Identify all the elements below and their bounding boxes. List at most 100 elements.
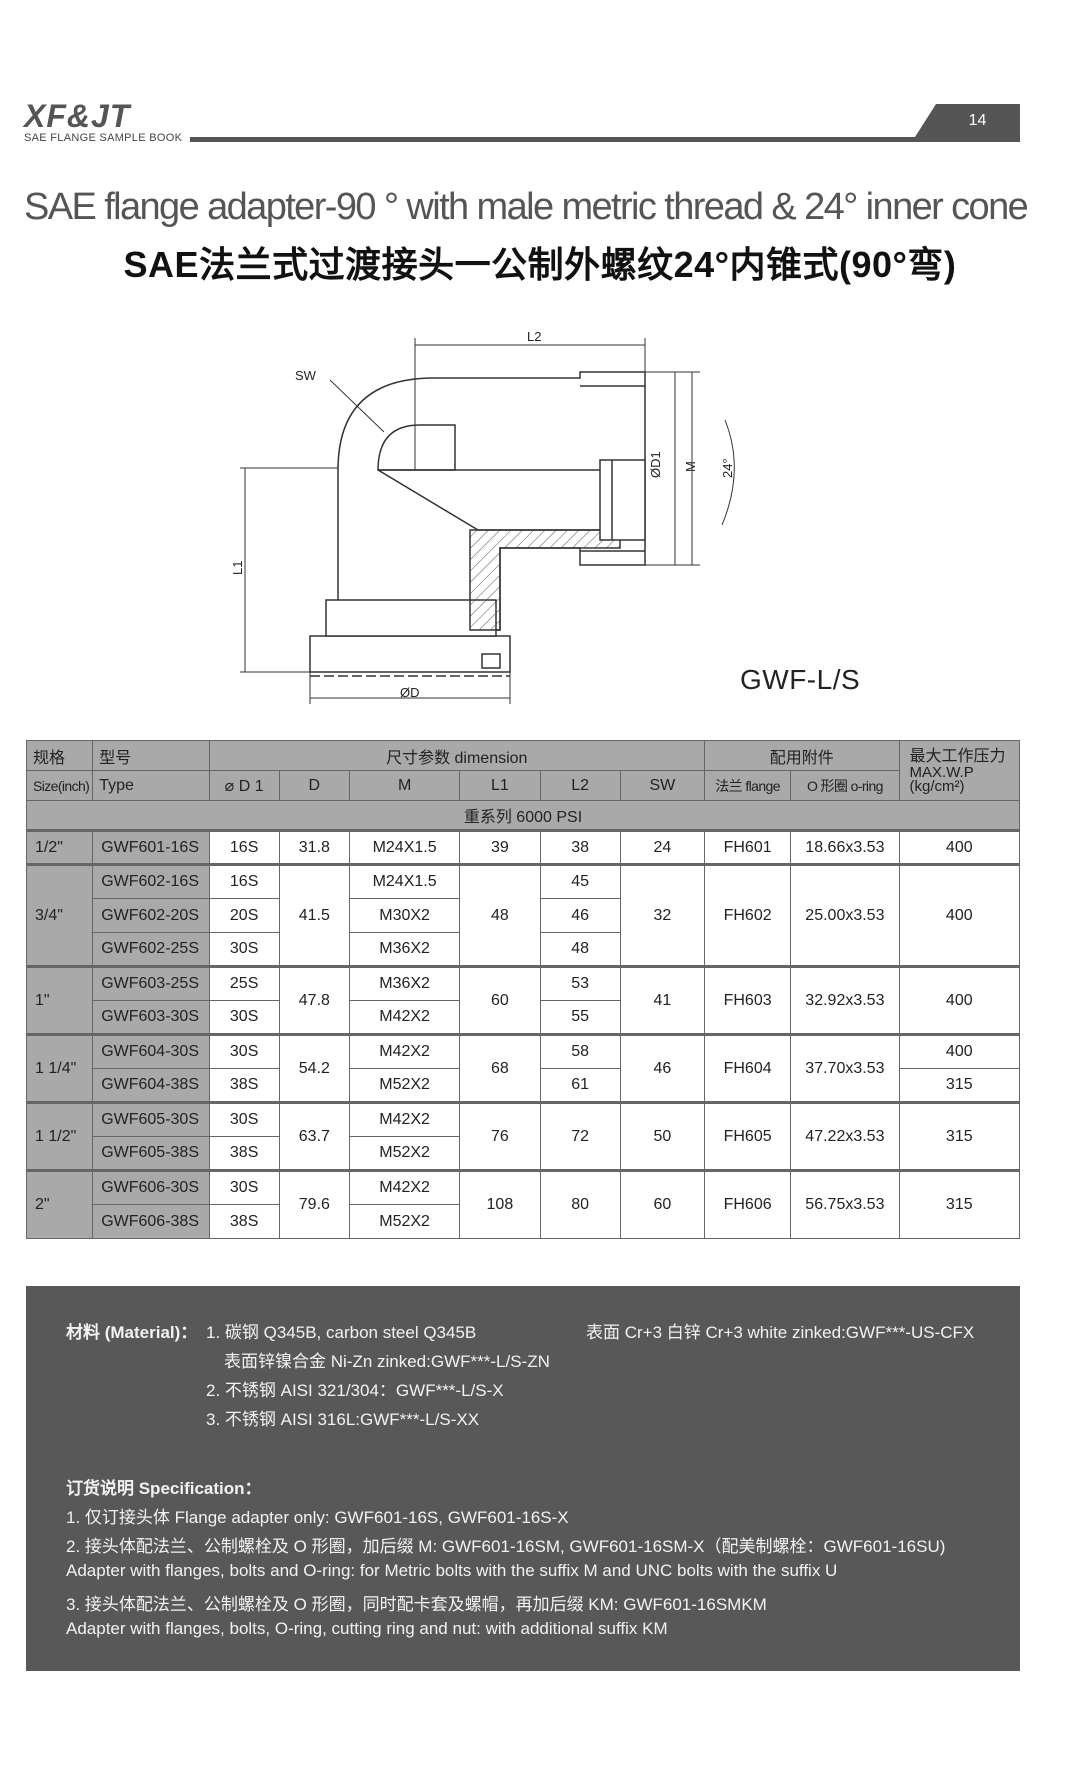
dim-sw: SW xyxy=(295,368,317,383)
cell-l2: 38 xyxy=(539,829,621,865)
header-m: M xyxy=(348,770,461,801)
cell-l2: 53 xyxy=(539,965,621,1001)
cell-d1: 25S xyxy=(208,965,280,1001)
spec-item-1: 1. 仅订接头体 Flange adapter only: GWF601-16S… xyxy=(66,1508,569,1527)
cell-d1: 30S xyxy=(208,932,280,967)
cell-oring: 56.75x3.53 xyxy=(790,1169,900,1239)
logo-subtitle: SAE FLANGE SAMPLE BOOK xyxy=(24,132,183,144)
header-max-wp: 最大工作压力 MAX.W.P (kg/cm²) xyxy=(898,740,1021,801)
header-wp-en: MAX.W.P xyxy=(909,763,974,781)
cell-type: GWF603-25S xyxy=(92,965,210,1001)
cell-flange: FH603 xyxy=(703,965,792,1035)
cell-m: M24X1.5 xyxy=(348,863,461,899)
cell-flange: FH604 xyxy=(703,1033,792,1103)
header-sw: SW xyxy=(619,770,705,801)
cell-m: M52X2 xyxy=(348,1068,461,1103)
cell-sw: 32 xyxy=(619,863,705,967)
cell-l2: 45 xyxy=(539,863,621,899)
table-row: 1 1/4" GWF604-30S 30S 54.2 M42X2 68 58 4… xyxy=(25,1033,1021,1103)
header-d1: ⌀ D 1 xyxy=(208,770,280,801)
header-rule xyxy=(190,137,1020,142)
cell-type: GWF605-30S xyxy=(92,1101,210,1137)
cell-type: GWF606-30S xyxy=(92,1169,210,1205)
cell-m: M30X2 xyxy=(348,898,461,933)
cell-type: GWF602-20S xyxy=(92,898,210,933)
cell-d1: 16S xyxy=(208,863,280,899)
table-row: 2" GWF606-30S 30S 79.6 M42X2 108 80 60 F… xyxy=(25,1169,1021,1239)
cell-oring: 47.22x3.53 xyxy=(790,1101,900,1171)
cell-l2: 80 xyxy=(539,1169,621,1239)
cell-d: 63.7 xyxy=(278,1101,350,1171)
dim-d: ØD xyxy=(400,685,420,700)
cell-m: M36X2 xyxy=(348,932,461,967)
header-oring: O 形圈 o-ring xyxy=(790,770,900,801)
cell-type: GWF605-38S xyxy=(92,1136,210,1171)
cell-type: GWF606-38S xyxy=(92,1204,210,1239)
cell-d1: 30S xyxy=(208,1000,280,1035)
header-d: D xyxy=(278,770,350,801)
cell-wp: 315 xyxy=(898,1169,1021,1239)
cell-sw: 46 xyxy=(619,1033,705,1103)
cell-oring: 25.00x3.53 xyxy=(790,863,900,967)
spec-item-2-en: Adapter with flanges, bolts and O-ring: … xyxy=(66,1561,838,1580)
dim-l2: L2 xyxy=(527,329,541,344)
cell-flange: FH602 xyxy=(703,863,792,967)
cell-flange: FH605 xyxy=(703,1101,792,1171)
cell-type: GWF602-25S xyxy=(92,932,210,967)
dim-d1: ØD1 xyxy=(648,451,663,478)
series-label: 重系列 6000 PSI xyxy=(26,800,1020,831)
table-row: GWF604-38S 38S M52X2 61 315 xyxy=(27,1068,1021,1103)
cell-oring: 32.92x3.53 xyxy=(790,965,900,1035)
cell-size: 1 1/2" xyxy=(25,1101,94,1171)
header-l1: L1 xyxy=(459,770,541,801)
table-row: 3/4" GWF602-16S 16S 41.5 M24X1.5 48 45 3… xyxy=(25,863,1021,967)
cell-m: M36X2 xyxy=(348,965,461,1001)
cell-d: 79.6 xyxy=(278,1169,350,1239)
cell-l1: 76 xyxy=(459,1101,541,1171)
table-row: 1" GWF603-25S 25S 47.8 M36X2 60 53 41 FH… xyxy=(25,965,1021,1035)
cell-wp: 315 xyxy=(898,1068,1021,1103)
dim-angle: 24° xyxy=(720,458,735,478)
cell-m: M42X2 xyxy=(348,1000,461,1035)
cell-d: 41.5 xyxy=(278,863,350,967)
header-l2: L2 xyxy=(539,770,621,801)
technical-drawing: L2 SW ØD1 M 24° L1 ØD xyxy=(230,329,735,704)
cell-type: GWF604-38S xyxy=(92,1068,210,1103)
cell-wp: 400 xyxy=(898,1033,1021,1069)
model-label: GWF-L/S xyxy=(740,664,861,695)
cell-m: M24X1.5 xyxy=(348,829,461,865)
cell-type: GWF603-30S xyxy=(92,1000,210,1035)
cell-l2: 72 xyxy=(539,1101,621,1171)
dim-l1: L1 xyxy=(230,561,245,575)
header-dimension: 尺寸参数 dimension xyxy=(208,740,705,771)
table-row: GWF602-25S 30S M36X2 48 xyxy=(27,932,1020,967)
cell-size: 3/4" xyxy=(25,863,94,967)
notes-box: 材料 (Material)： 1. 碳钢 Q345B, carbon steel… xyxy=(26,1286,1020,1671)
cell-l1: 60 xyxy=(459,965,541,1035)
page-tab xyxy=(915,104,1020,137)
page-number: 14 xyxy=(968,112,987,129)
material-item-1: 1. 碳钢 Q345B, carbon steel Q345B xyxy=(206,1323,477,1342)
cell-d: 31.8 xyxy=(278,829,350,865)
cell-d1: 30S xyxy=(208,1101,280,1137)
brand-logo: XF&JT SAE FLANGE SAMPLE BOOK xyxy=(24,100,182,144)
cell-wp: 400 xyxy=(898,863,1021,967)
cell-size: 1" xyxy=(25,965,94,1035)
cell-d1: 38S xyxy=(208,1136,280,1171)
cell-l1: 68 xyxy=(459,1033,541,1103)
cell-l2: 58 xyxy=(539,1033,621,1069)
cell-type: GWF604-30S xyxy=(92,1033,210,1069)
header-type-en: Type xyxy=(92,770,210,801)
material-item-3: 3. 不锈钢 AISI 316L:GWF***-L/S-XX xyxy=(206,1410,480,1429)
material-item-1-zn: 表面锌镍合金 Ni-Zn zinked:GWF***-L/S-ZN xyxy=(224,1352,550,1371)
cell-sw: 60 xyxy=(619,1169,705,1239)
cell-wp: 315 xyxy=(898,1101,1021,1171)
cell-d1: 16S xyxy=(208,829,280,865)
cell-d1: 38S xyxy=(208,1204,280,1239)
cell-sw: 24 xyxy=(619,829,705,865)
header-flange: 法兰 flange xyxy=(703,770,792,801)
header-wp-unit: (kg/cm²) xyxy=(909,777,965,795)
cell-m: M52X2 xyxy=(348,1204,461,1239)
dim-m: M xyxy=(683,461,698,472)
cell-sw: 50 xyxy=(619,1101,705,1171)
